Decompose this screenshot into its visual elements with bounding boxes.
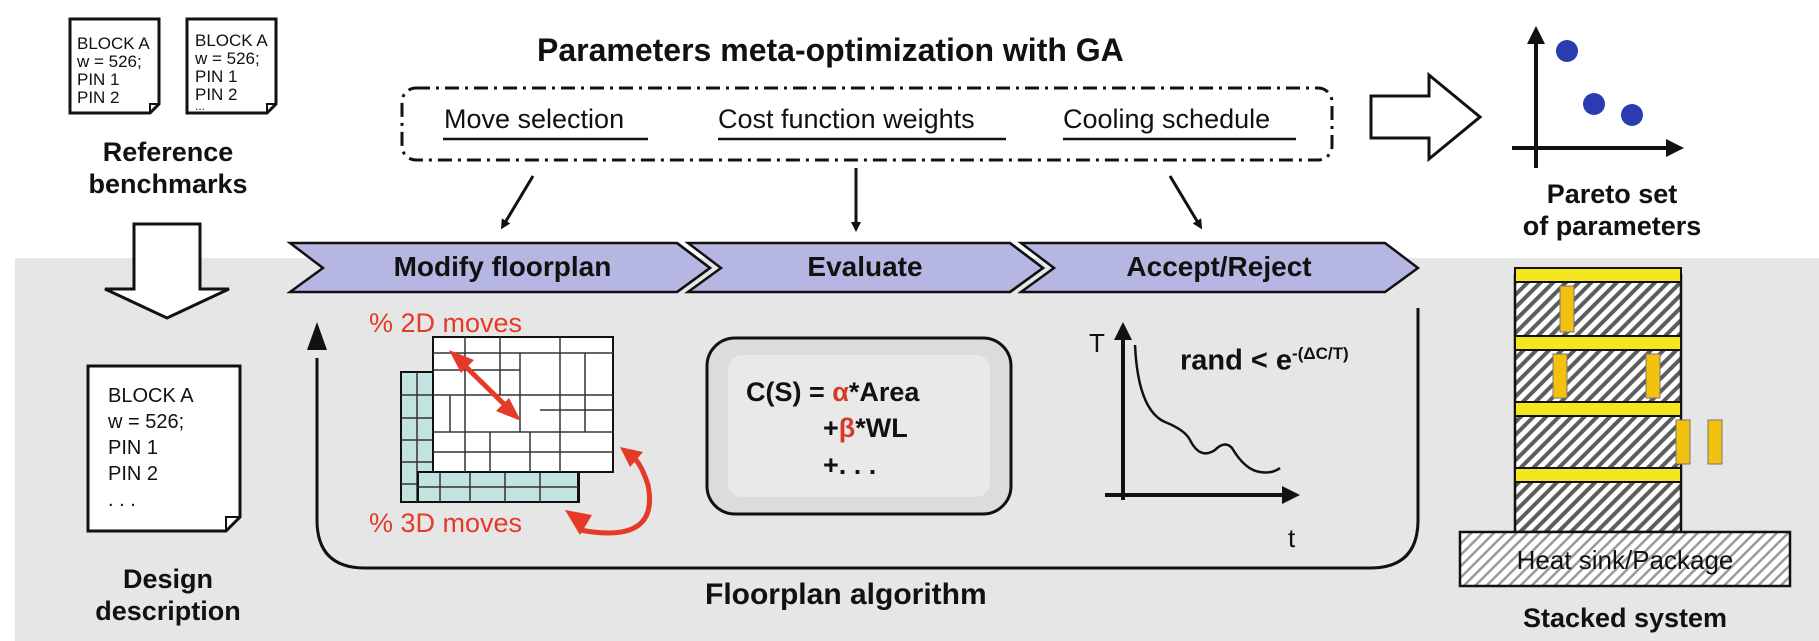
pareto-caption: Pareto set of parameters <box>1522 179 1702 242</box>
diagram-title: Parameters meta-optimization with GA <box>537 32 1124 68</box>
design-doc <box>86 364 242 533</box>
heat-sink-label: Heat sink/Package <box>1516 545 1734 575</box>
pareto-point <box>1556 40 1578 62</box>
reference-caption: Reference benchmarks <box>88 137 248 200</box>
param-cooling-schedule: Cooling schedule <box>1063 104 1271 134</box>
floorplan-caption: Floorplan algorithm <box>705 578 987 611</box>
param-move-selection: Move selection <box>444 104 625 134</box>
loop-arrow <box>315 308 1420 570</box>
reference-docs <box>68 17 278 115</box>
reference-doc-2-text: BLOCK A w = 526; PIN 1 PIN 2 ... <box>195 31 268 114</box>
label-3d-moves: % 3D moves <box>369 508 523 538</box>
design-caption: Design description <box>95 564 241 627</box>
axis-temperature: T <box>1089 328 1105 358</box>
floorplan-graphic <box>400 336 652 536</box>
tsv <box>1675 419 1691 465</box>
arrow-cooling <box>1168 175 1203 230</box>
reference-doc-1-text: BLOCK A w = 526; PIN 1 PIN 2 ... <box>77 34 150 117</box>
heat-sink <box>1458 530 1792 588</box>
parameters-box <box>400 86 1334 162</box>
acceptance-rule: rand < e-(ΔC/T) <box>1180 344 1349 377</box>
pareto-point <box>1583 93 1605 115</box>
right-block-arrow <box>1369 71 1483 163</box>
pareto-plot <box>1512 26 1684 168</box>
axis-time: t <box>1288 523 1296 553</box>
design-doc-text: BLOCK A w = 526; PIN 1 PIN 2 . . . <box>108 385 194 511</box>
stack-caption: Stacked system <box>1522 603 1728 633</box>
chevron-accept <box>1017 241 1421 294</box>
annealing-plot <box>1105 322 1300 504</box>
tsv <box>1645 353 1661 399</box>
step-modify-floorplan: Modify floorplan <box>393 251 612 282</box>
label-2d-moves: % 2D moves <box>369 308 523 338</box>
arrow-move-selection <box>500 175 535 230</box>
tsv <box>1559 285 1575 333</box>
param-cost-weights: Cost function weights <box>718 104 975 134</box>
step-evaluate: Evaluate <box>807 251 923 282</box>
step-accept-reject: Accept/Reject <box>1126 251 1312 282</box>
down-block-arrow <box>104 222 230 320</box>
tsv <box>1707 419 1723 465</box>
pareto-point <box>1621 104 1643 126</box>
pipeline <box>286 241 1421 294</box>
tsv <box>1552 353 1568 399</box>
stacked-system <box>1458 267 1792 588</box>
cost-function: C(S) = α*Area +β*WL +. . . <box>746 377 920 480</box>
